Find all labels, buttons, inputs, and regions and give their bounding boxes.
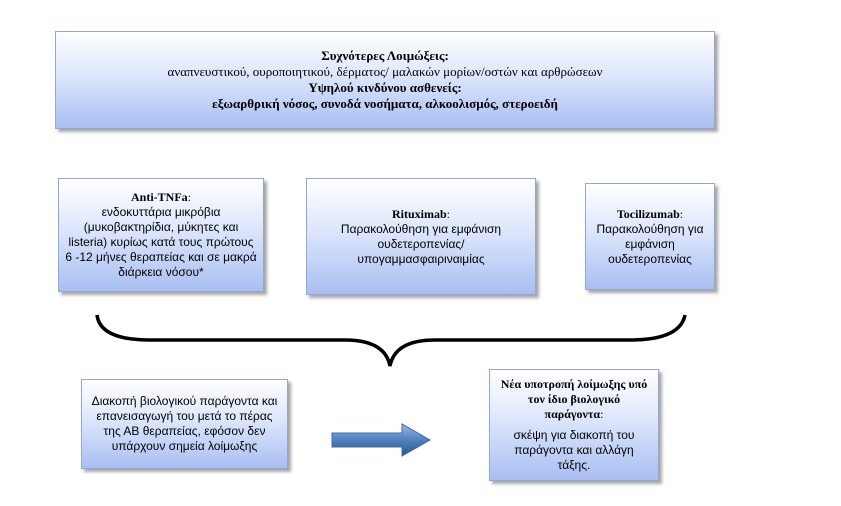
- tocilizumab-text: Παρακολούθηση για εμφάνιση ουδετεροπενία…: [596, 221, 704, 266]
- tocilizumab-title: Tocilizumab: [616, 206, 680, 221]
- stop-biologic-text: Διακοπή βιολογικού παράγοντα και επανεισ…: [91, 394, 278, 453]
- rituximab-colon: :: [446, 206, 451, 221]
- high-risk-list: εξωαρθρική νόσος, συνοδά νοσήματα, αλκοο…: [212, 96, 558, 112]
- relapse-colon: :: [600, 407, 604, 421]
- anti-tnf-box: Anti-TNFa: ενδοκυττάρια μικρόβια (μυκοβα…: [58, 178, 264, 292]
- infections-risk-box: Συχνότερες Λοιμώξεις: αναπνευστικού, ουρ…: [55, 31, 715, 129]
- frequent-infections-heading: Συχνότερες Λοιμώξεις:: [321, 47, 449, 63]
- relapse-text: σκέψη για διακοπή του παράγοντα και αλλά…: [513, 428, 635, 472]
- tocilizumab-colon: :: [679, 206, 684, 221]
- right-arrow: [331, 423, 432, 457]
- high-risk-heading: Υψηλού κινδύνου ασθενείς:: [308, 80, 462, 95]
- anti-tnf-text: ενδοκυττάρια μικρόβια (μυκοβακτηρίδια, μ…: [65, 205, 257, 279]
- frequent-infections-list: αναπνευστικού, ουροποιητικού, δέρματος/ …: [167, 63, 603, 79]
- rituximab-box: Rituximab: Παρακολούθηση για εμφάνιση ου…: [306, 178, 536, 295]
- curly-brace: [95, 314, 687, 367]
- anti-tnf-title: Anti-TNFa: [130, 190, 188, 204]
- relapse-box: Νέα υποτροπή λοίμωξης υπό τον ίδιο βιολο…: [489, 369, 659, 481]
- relapse-title: Νέα υποτροπή λοίμωξης υπό τον ίδιο βιολο…: [500, 377, 648, 421]
- stop-biologic-box: Διακοπή βιολογικού παράγοντα και επανεισ…: [81, 379, 288, 469]
- rituximab-title: Rituximab: [391, 206, 447, 221]
- rituximab-text: Παρακολούθηση για εμφάνιση ουδετεροπενία…: [340, 221, 502, 266]
- anti-tnf-colon: :: [187, 190, 191, 204]
- tocilizumab-box: Tocilizumab: Παρακολούθηση για εμφάνιση …: [585, 183, 715, 290]
